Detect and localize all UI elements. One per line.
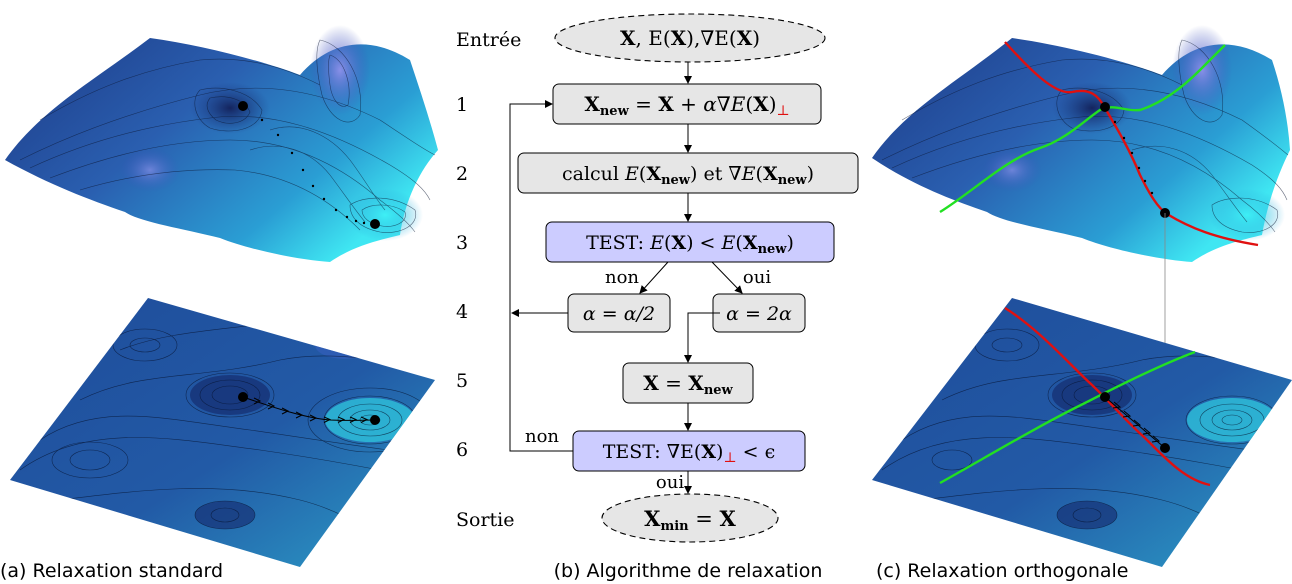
caption-a: (a) Relaxation standard bbox=[0, 560, 223, 582]
branch-non-label: non bbox=[605, 267, 639, 288]
row-label-3: 3 bbox=[456, 232, 468, 254]
row-label-sortie: Sortie bbox=[456, 509, 515, 531]
step6-label: TEST: ∇E(X)⊥ < ϵ bbox=[603, 441, 776, 466]
flow-arrows bbox=[509, 62, 743, 494]
descent-path-3d-a bbox=[238, 101, 380, 229]
green-curve-3d bbox=[939, 44, 1226, 214]
output-label: Xmin = X bbox=[644, 506, 736, 534]
row-label-entree: Entrée bbox=[456, 29, 521, 51]
input-label: X, E(X),∇E(X) bbox=[620, 26, 760, 50]
caption-c: (c) Relaxation orthogonale bbox=[876, 560, 1128, 582]
row-label-4: 4 bbox=[456, 301, 468, 323]
step2-label: calcul E(Xnew) et ∇E(Xnew) bbox=[562, 163, 814, 188]
descent-path-2d-c bbox=[1100, 392, 1170, 453]
step3-label: TEST: E(X) < E(Xnew) bbox=[586, 232, 794, 257]
green-curve-2d bbox=[939, 350, 1196, 485]
contour-plane-c bbox=[872, 298, 1292, 567]
step1-label: Xnew = X + α∇E(X)⊥ bbox=[584, 92, 789, 119]
surface-3d-a bbox=[5, 25, 438, 262]
step5-label: X = Xnew bbox=[643, 371, 733, 398]
row-label-5: 5 bbox=[456, 370, 468, 392]
row-label-2: 2 bbox=[456, 163, 468, 185]
exit-oui-label: oui bbox=[656, 472, 684, 493]
row-label-6: 6 bbox=[456, 439, 468, 461]
step4-halve-label: α = α/2 bbox=[583, 303, 655, 325]
panel-c: (c) Relaxation orthogonale bbox=[872, 25, 1292, 582]
contour-plane-a bbox=[10, 298, 435, 567]
input-node bbox=[554, 13, 826, 63]
loop-non-label: non bbox=[525, 426, 559, 447]
branch-oui-label: oui bbox=[743, 267, 771, 288]
step3-box bbox=[545, 221, 835, 263]
descent-path-2d-a bbox=[238, 392, 380, 425]
step4-double-label: α = 2α bbox=[726, 303, 792, 325]
row-label-1: 1 bbox=[456, 94, 468, 116]
panel-b-flowchart: Entrée 1 2 3 4 5 6 Sortie X, E(X),∇E(X) … bbox=[456, 13, 859, 582]
red-curve-3d bbox=[1004, 41, 1259, 247]
surface-3d-c bbox=[872, 25, 1290, 262]
step1-box bbox=[552, 83, 822, 125]
panel-a: (a) Relaxation standard bbox=[0, 25, 438, 582]
output-node bbox=[601, 493, 779, 543]
caption-b: (b) Algorithme de relaxation bbox=[554, 560, 823, 582]
